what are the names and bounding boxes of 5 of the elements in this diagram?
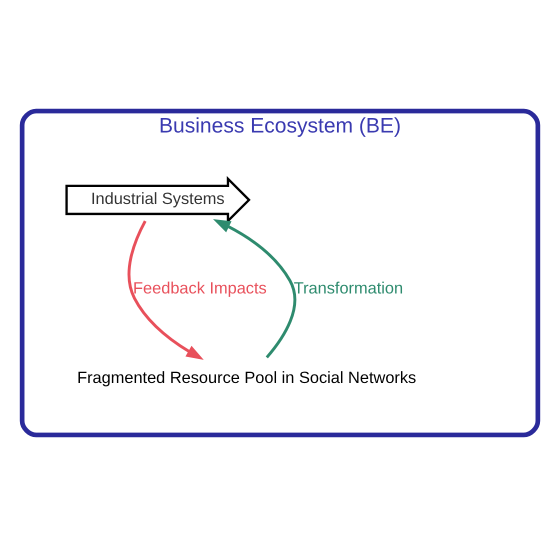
arrow (128, 220, 204, 360)
edge-label: Transformation (294, 280, 404, 298)
node-text: Fragmented Resource Pool in Social Networks (77, 369, 416, 388)
arrow (213, 219, 296, 358)
edge-label: Feedback Impacts (133, 280, 267, 298)
